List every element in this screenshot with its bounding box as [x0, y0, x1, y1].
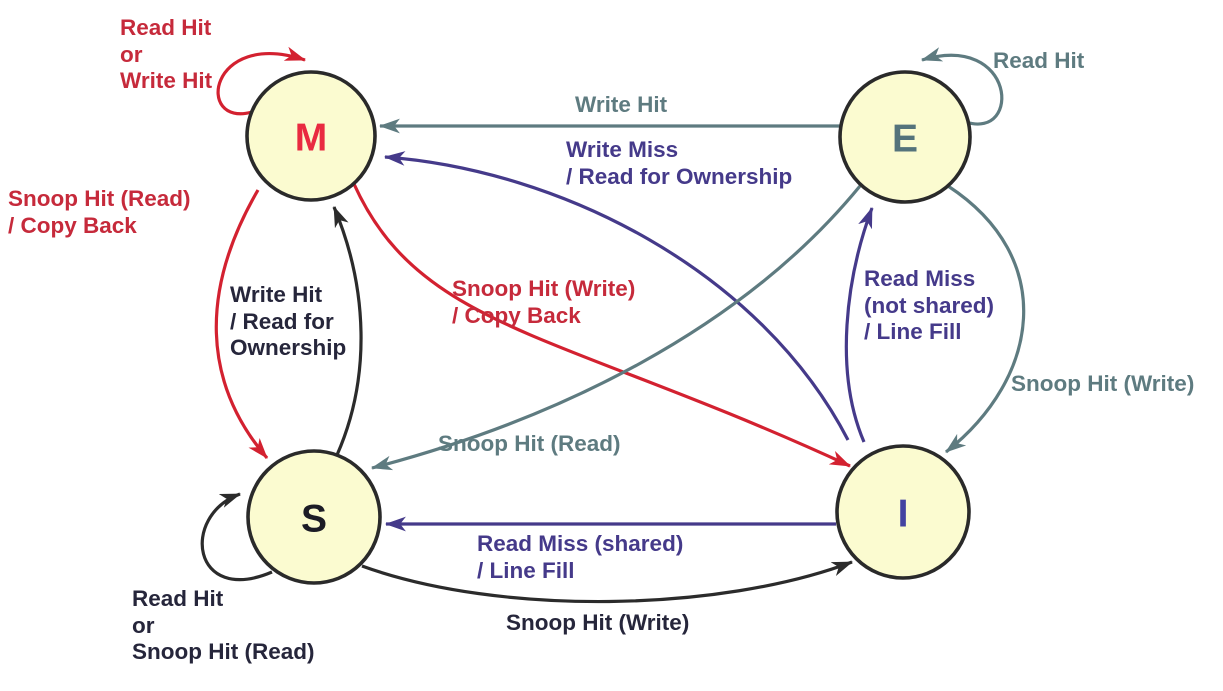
state-node-m — [245, 70, 377, 202]
edge-label-e-self: Read Hit — [993, 48, 1085, 73]
state-label-e: E — [891, 117, 919, 161]
state-label-s: S — [300, 497, 328, 541]
state-label-i: I — [897, 492, 909, 536]
edge-label-i-to-m: Write Miss / Read for Ownership — [566, 137, 793, 189]
state-node-e — [838, 70, 972, 204]
edge-label-i-to-e: Read Miss (not shared) / Line Fill — [864, 266, 995, 345]
edge-i-to-e — [844, 207, 874, 443]
edge-s-to-m — [332, 206, 363, 456]
edge-label-m-to-s: Snoop Hit (Read) / Copy Back — [8, 186, 191, 238]
edge-label-e-to-m: Write Hit — [575, 92, 668, 117]
edge-m-to-i — [352, 183, 851, 468]
edge-m-to-s — [214, 189, 269, 460]
state-node-s — [246, 449, 382, 585]
edge-e-self-loop — [920, 47, 1004, 126]
edge-label-i-to-s: Read Miss (shared) / Line Fill — [477, 531, 684, 583]
edge-s-to-i — [361, 560, 853, 604]
state-node-i — [835, 444, 971, 580]
edge-s-self-loop — [200, 492, 273, 581]
edge-label-m-self: Read Hit or Write Hit — [120, 15, 213, 94]
edge-label-m-to-i: Snoop Hit (Write) / Copy Back — [452, 276, 636, 328]
edge-label-e-to-s: Snoop Hit (Read) — [438, 431, 621, 456]
edge-e-to-s — [370, 184, 862, 471]
state-label-m: M — [294, 116, 328, 160]
edge-m-self-loop — [216, 46, 306, 116]
edge-i-to-m — [383, 151, 850, 441]
edge-e-to-i — [945, 184, 1026, 454]
edge-label-s-to-i: Snoop Hit (Write) — [506, 610, 690, 635]
edge-label-s-to-m: Write Hit / Read for Ownership — [230, 282, 347, 361]
edge-label-e-to-i: Snoop Hit (Write) — [1011, 371, 1195, 396]
edge-label-s-self: Read Hit or Snoop Hit (Read) — [132, 586, 315, 665]
